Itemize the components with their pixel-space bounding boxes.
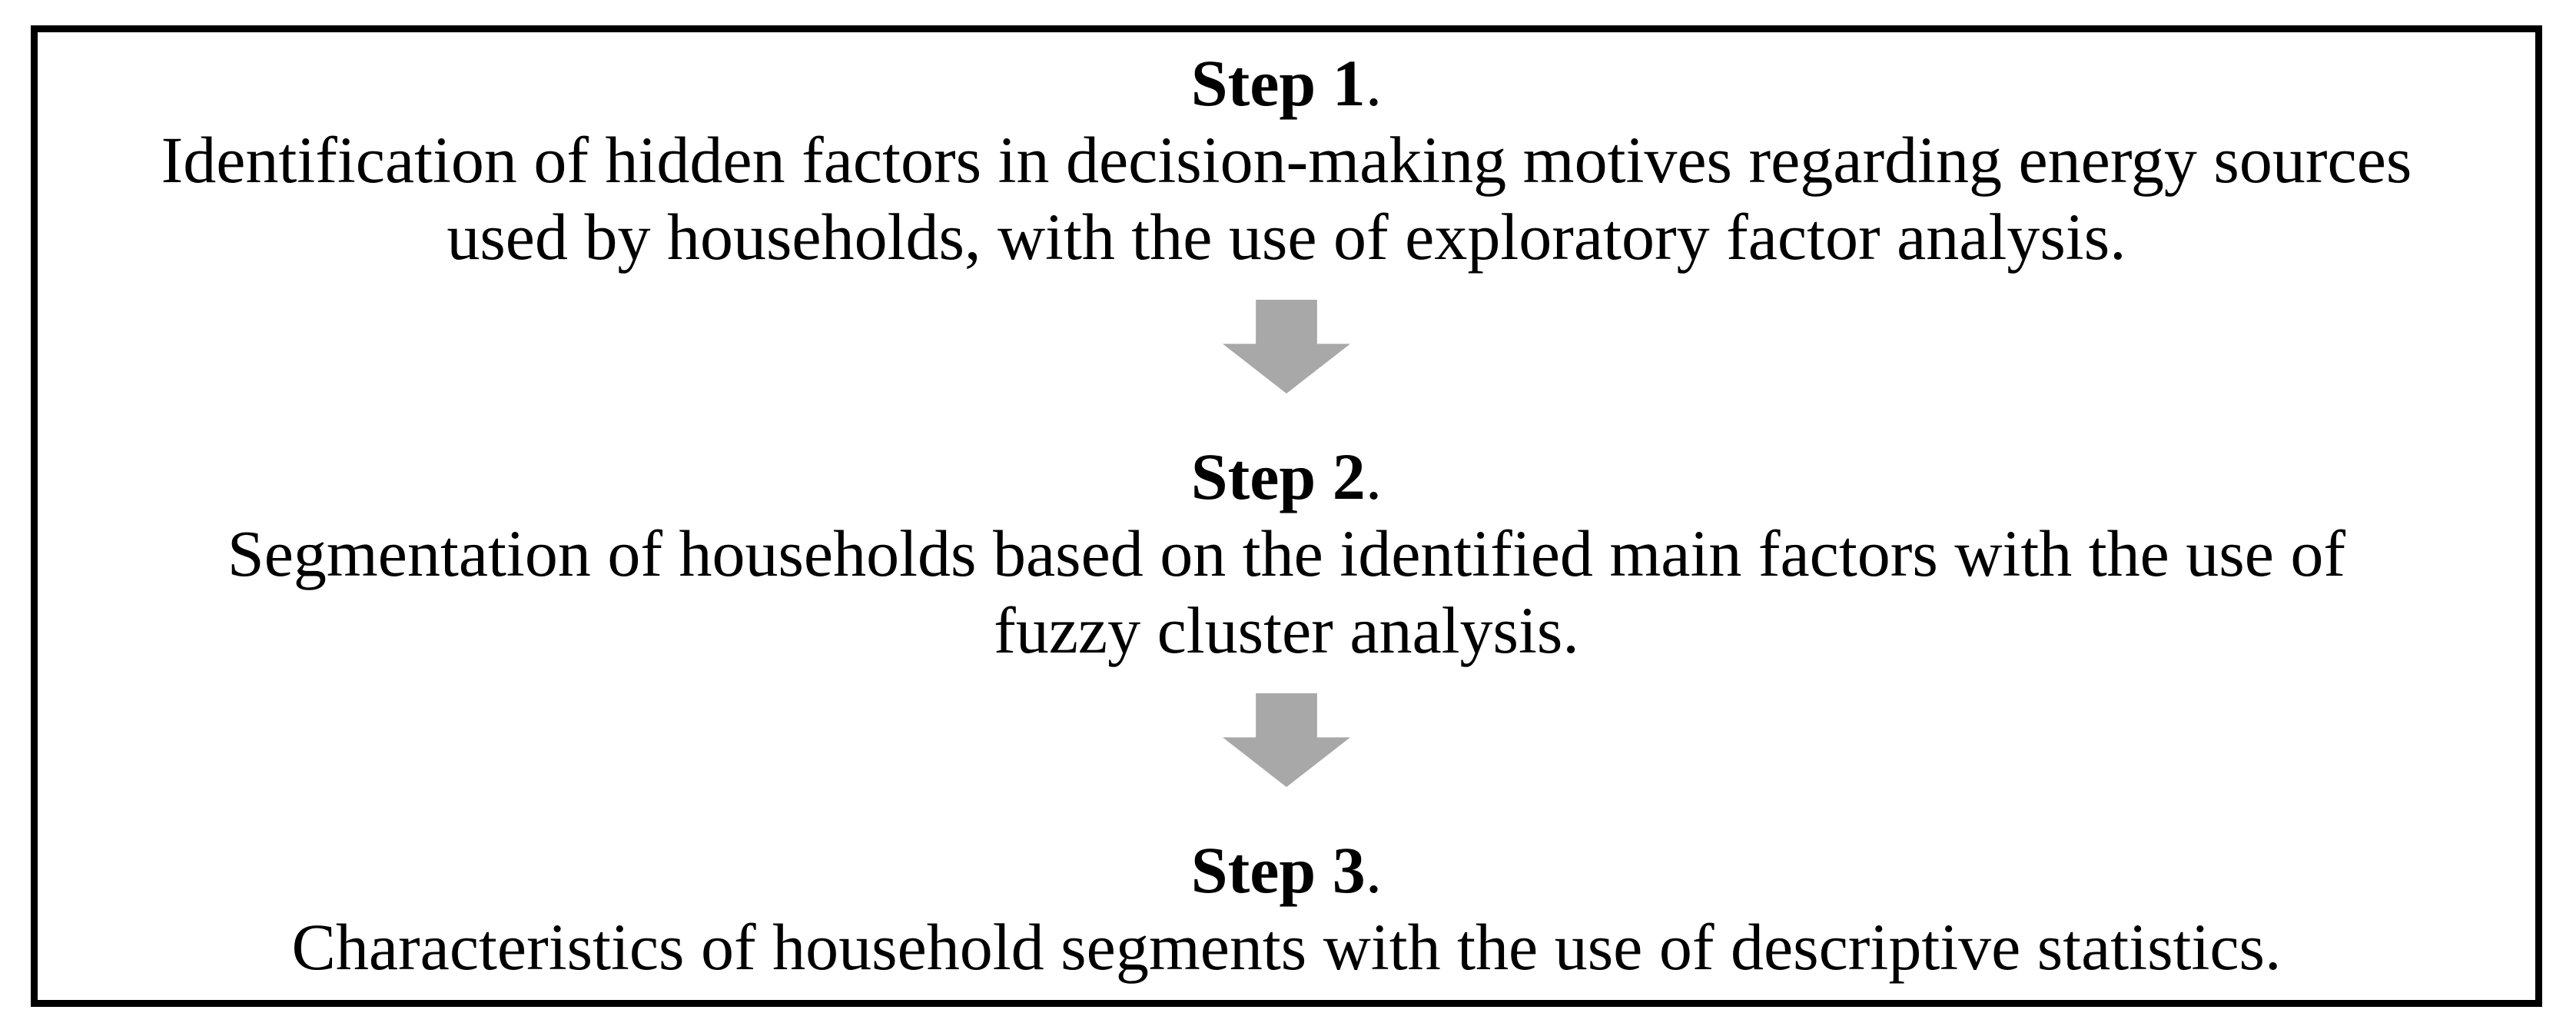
down-arrow-icon <box>1223 693 1350 787</box>
step-3-description-line-1: Characteristics of household segments wi… <box>291 910 2282 984</box>
figure-frame: Step 1. Identification of hidden factors… <box>31 25 2542 1007</box>
step-2-heading: Step 2. <box>38 438 2535 515</box>
step-3-label: Step 3 <box>1190 833 1366 907</box>
step-block-2: Step 2. Segmentation of households based… <box>38 438 2535 669</box>
step-2-label: Step 2 <box>1190 440 1366 513</box>
step-1-description-line-1: Identification of hidden factors in deci… <box>161 123 2412 197</box>
step-2-punct: . <box>1365 440 1383 513</box>
step-1-punct: . <box>1365 46 1383 120</box>
step-1-description-line-2: used by households, with the use of expl… <box>446 200 2126 274</box>
step-3-punct: . <box>1365 833 1383 907</box>
step-1-heading: Step 1. <box>38 45 2535 121</box>
step-block-3: Step 3. Characteristics of household seg… <box>38 832 2535 985</box>
step-1-label: Step 1 <box>1190 46 1366 120</box>
step-2-description-line-2: fuzzy cluster analysis. <box>994 593 1579 667</box>
step-3-heading: Step 3. <box>38 832 2535 908</box>
step-block-1: Step 1. Identification of hidden factors… <box>38 45 2535 275</box>
down-arrow-icon <box>1223 300 1350 394</box>
step-2-description-line-1: Segmentation of households based on the … <box>227 516 2346 590</box>
